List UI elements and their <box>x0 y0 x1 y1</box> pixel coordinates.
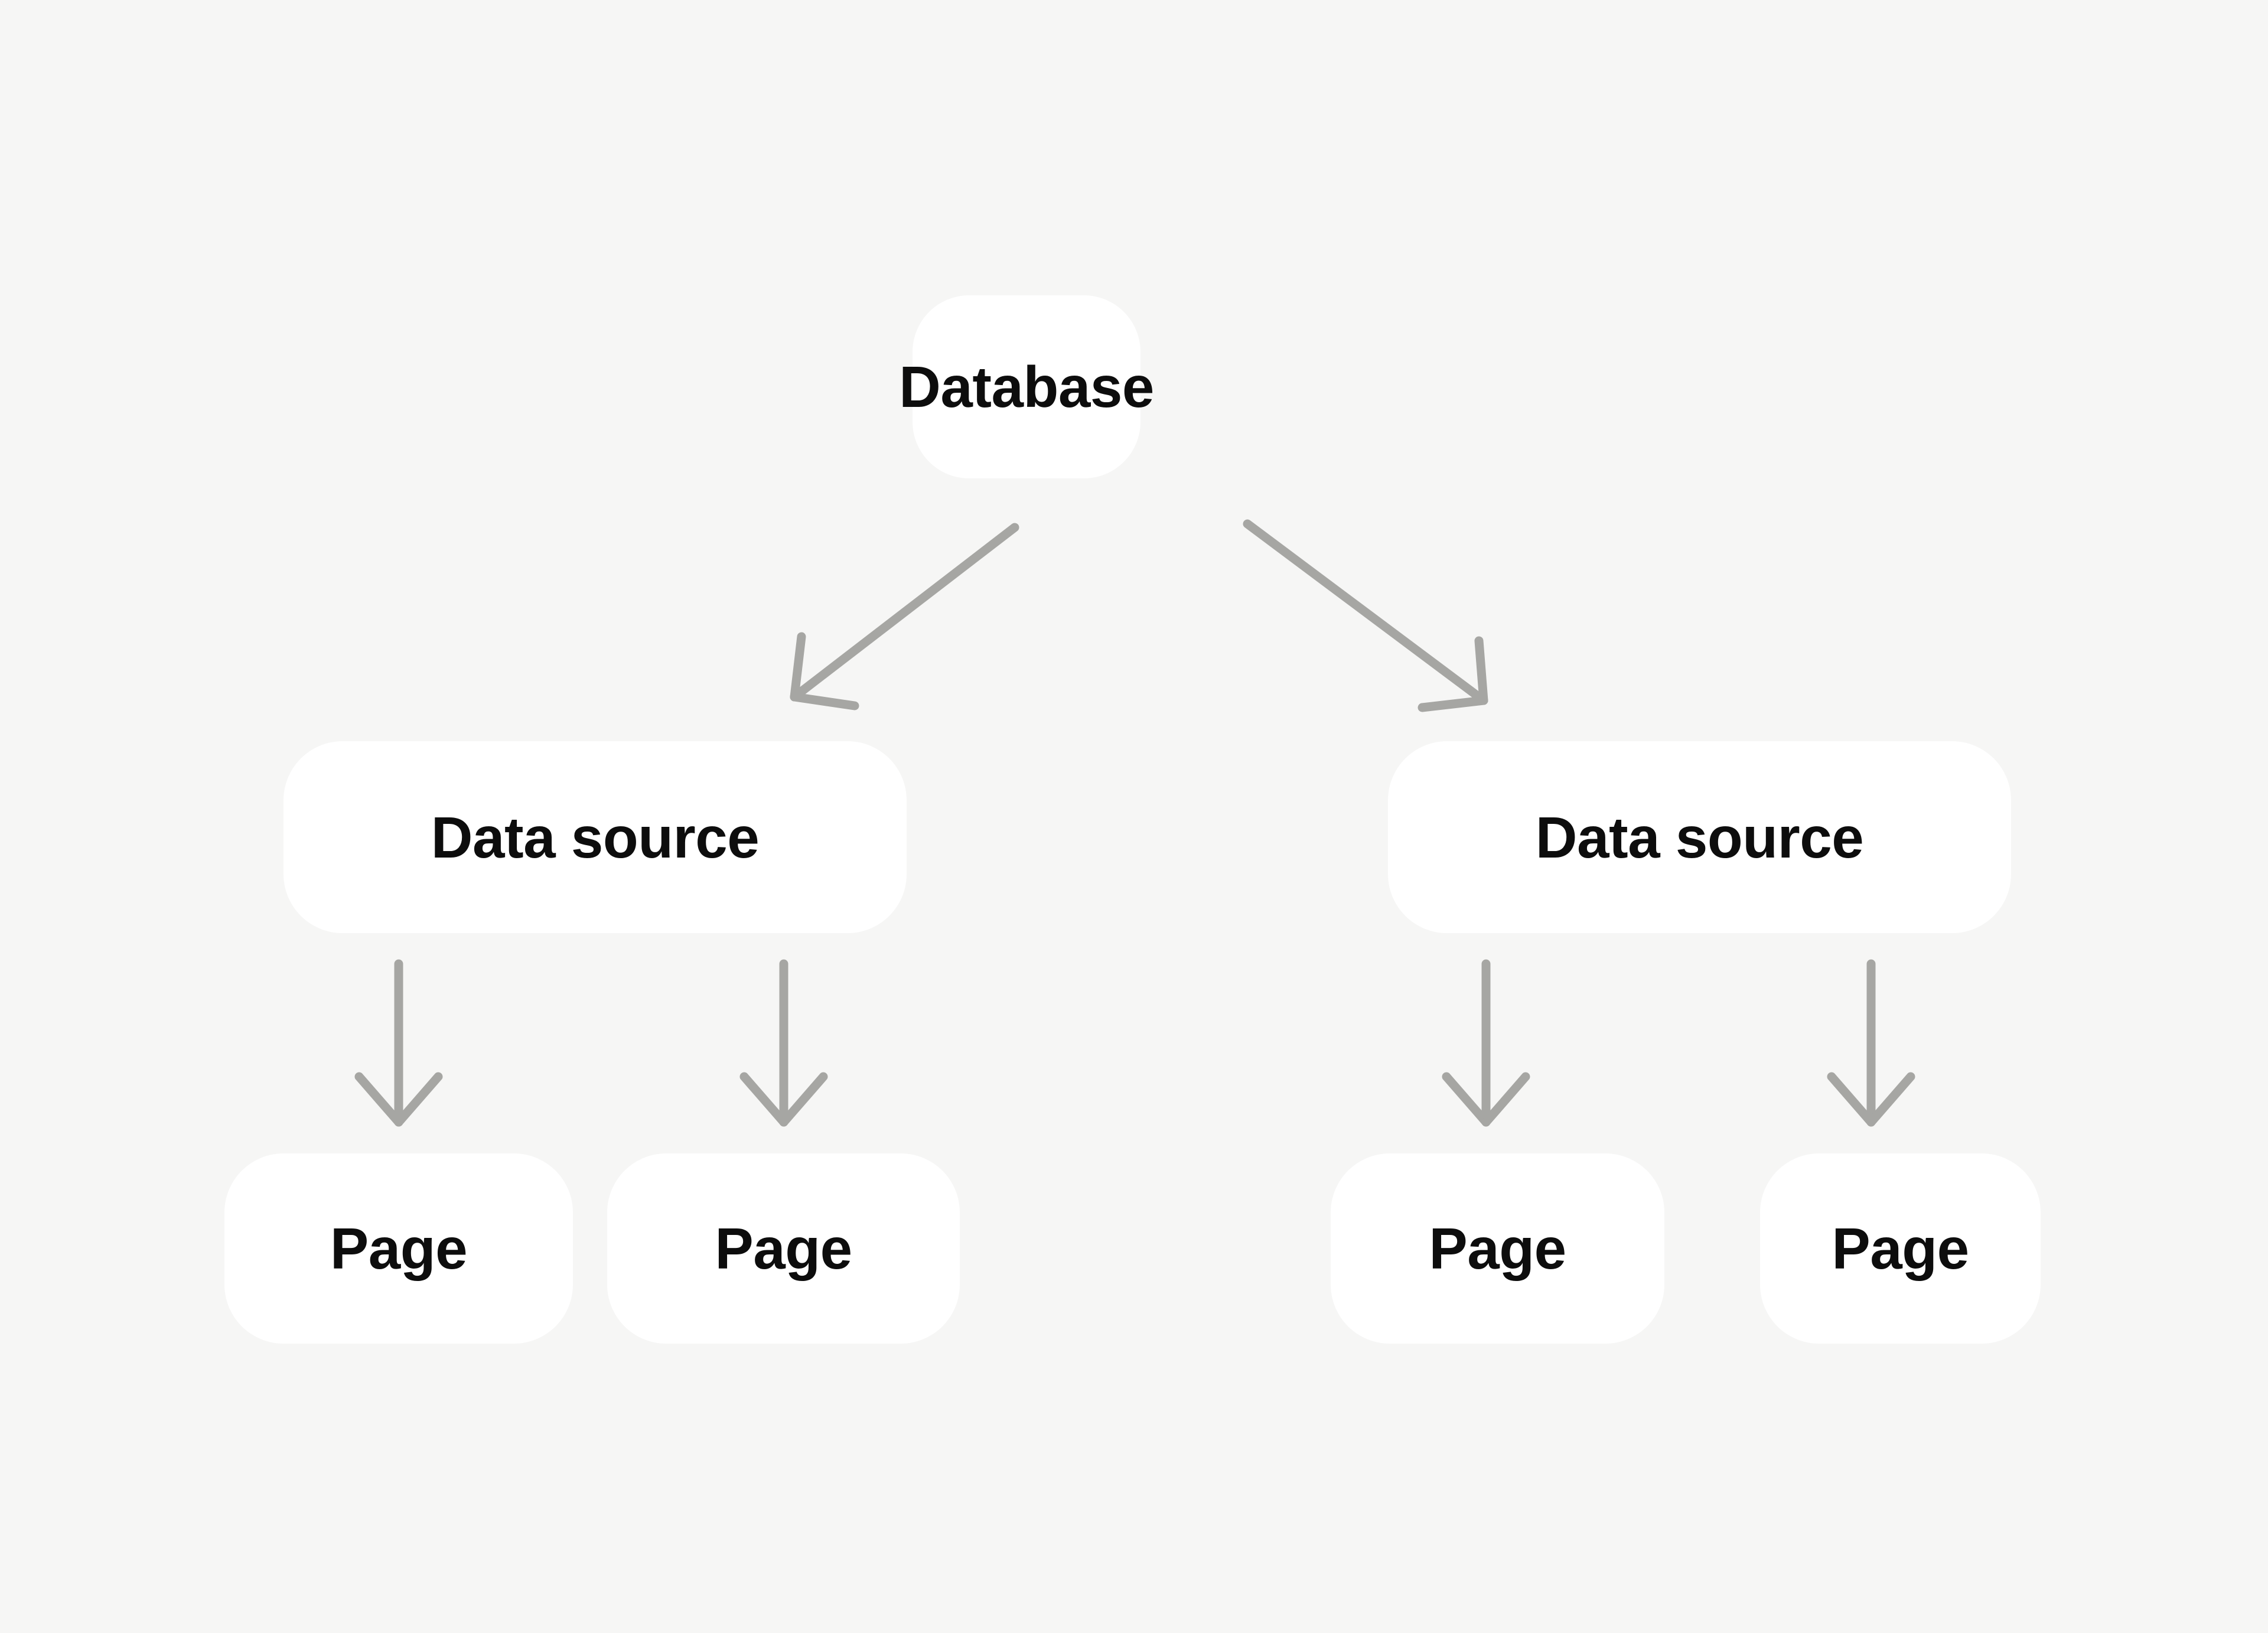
node-datasource-left-label: Data source <box>431 804 760 870</box>
edge-datasource-left-to-page-1 <box>354 959 443 1127</box>
node-page-2[interactable]: Page <box>607 1153 960 1344</box>
node-page-1[interactable]: Page <box>224 1153 573 1344</box>
edge-datasource-right-to-page-4 <box>1827 959 1915 1127</box>
node-page-3[interactable]: Page <box>1331 1153 1664 1344</box>
edge-database-to-datasource-left <box>790 523 1019 710</box>
node-datasource-left[interactable]: Data source <box>284 741 907 933</box>
node-page-4[interactable]: Page <box>1760 1153 2041 1344</box>
edge-datasource-left-to-page-2 <box>739 959 828 1127</box>
node-database[interactable]: Database <box>899 295 1154 478</box>
node-datasource-right[interactable]: Data source <box>1388 741 2011 933</box>
node-database-label: Database <box>899 354 1154 419</box>
edge-datasource-right-to-page-3 <box>1442 959 1530 1127</box>
node-page-2-label: Page <box>715 1216 852 1281</box>
node-page-3-label: Page <box>1429 1216 1566 1281</box>
node-page-4-label: Page <box>1832 1216 1969 1281</box>
node-page-1-label: Page <box>330 1216 468 1281</box>
node-datasource-right-label: Data source <box>1535 804 1864 870</box>
edge-database-to-datasource-right <box>1243 519 1488 712</box>
